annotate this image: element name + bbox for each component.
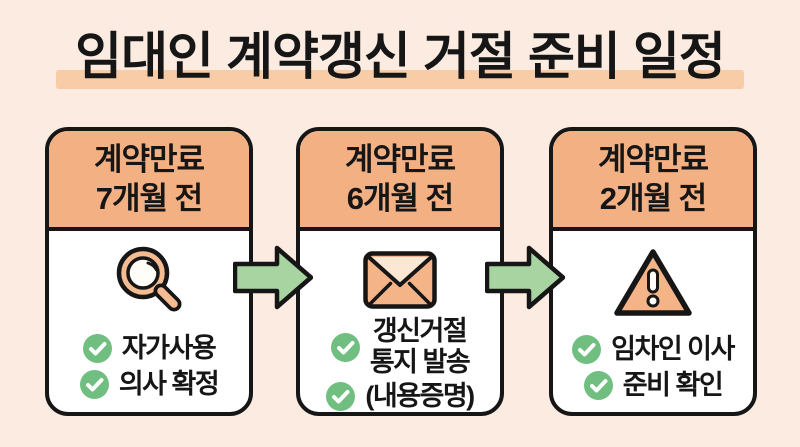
arrow-right-icon	[232, 244, 314, 316]
checklist-item-label: (내용증명)	[365, 381, 475, 411]
card-body: 갱신거절 통지 발송 (내용증명)	[300, 231, 500, 412]
checklist-item-label: 준비 확인	[622, 370, 724, 400]
warning-icon	[611, 245, 695, 326]
card-header: 계약만료 2개월 전	[553, 131, 753, 231]
arrow-right-icon	[484, 244, 566, 316]
check-icon	[82, 334, 112, 363]
checklist-item-label: 의사 확정	[118, 369, 220, 399]
card-body: 자가사용 의사 확정	[49, 231, 249, 412]
checklist-item: (내용증명)	[326, 381, 475, 412]
check-icon	[79, 370, 109, 399]
title-section: 임대인 계약갱신 거절 준비 일정	[0, 0, 800, 110]
checklist-item-label: 갱신거절 통지 발송	[369, 316, 471, 377]
checklist-item: 준비 확인	[583, 370, 724, 401]
check-icon	[326, 382, 356, 411]
checklist: 자가사용 의사 확정	[79, 333, 220, 400]
checklist: 갱신거절 통지 발송 (내용증명)	[326, 316, 475, 412]
checklist-item: 의사 확정	[79, 369, 220, 400]
checklist-item-label: 임차인 이사	[611, 334, 735, 364]
card-2-months-before: 계약만료 2개월 전 임차인 이사 준비 확인	[549, 127, 757, 416]
card-header: 계약만료 6개월 전	[300, 131, 500, 231]
card-body: 임차인 이사 준비 확인	[553, 231, 753, 412]
check-icon	[330, 332, 360, 362]
check-icon	[583, 371, 613, 400]
card-6-months-before: 계약만료 6개월 전 갱신거절 통지 발송	[296, 127, 504, 416]
card-header-line2: 6개월 전	[346, 181, 454, 216]
page-title: 임대인 계약갱신 거절 준비 일정	[75, 28, 726, 85]
card-header-line2: 7개월 전	[95, 181, 203, 216]
card-header-line1: 계약만료	[597, 142, 709, 177]
envelope-icon	[363, 251, 437, 314]
checklist-item: 갱신거절 통지 발송	[330, 316, 471, 378]
card-header: 계약만료 7개월 전	[49, 131, 249, 231]
card-header-line2: 2개월 전	[599, 181, 707, 216]
checklist-item-label: 자가사용	[121, 333, 217, 363]
checklist-item: 자가사용	[82, 333, 217, 364]
title-highlight-bar	[56, 70, 744, 89]
check-icon	[572, 335, 602, 364]
card-header-line1: 계약만료	[93, 142, 205, 177]
checklist-item: 임차인 이사	[572, 334, 735, 365]
card-header-line1: 계약만료	[344, 142, 456, 177]
magnifier-icon	[109, 242, 189, 327]
checklist: 임차인 이사 준비 확인	[572, 334, 735, 401]
card-7-months-before: 계약만료 7개월 전 자가사용 의사 확정	[45, 127, 253, 416]
